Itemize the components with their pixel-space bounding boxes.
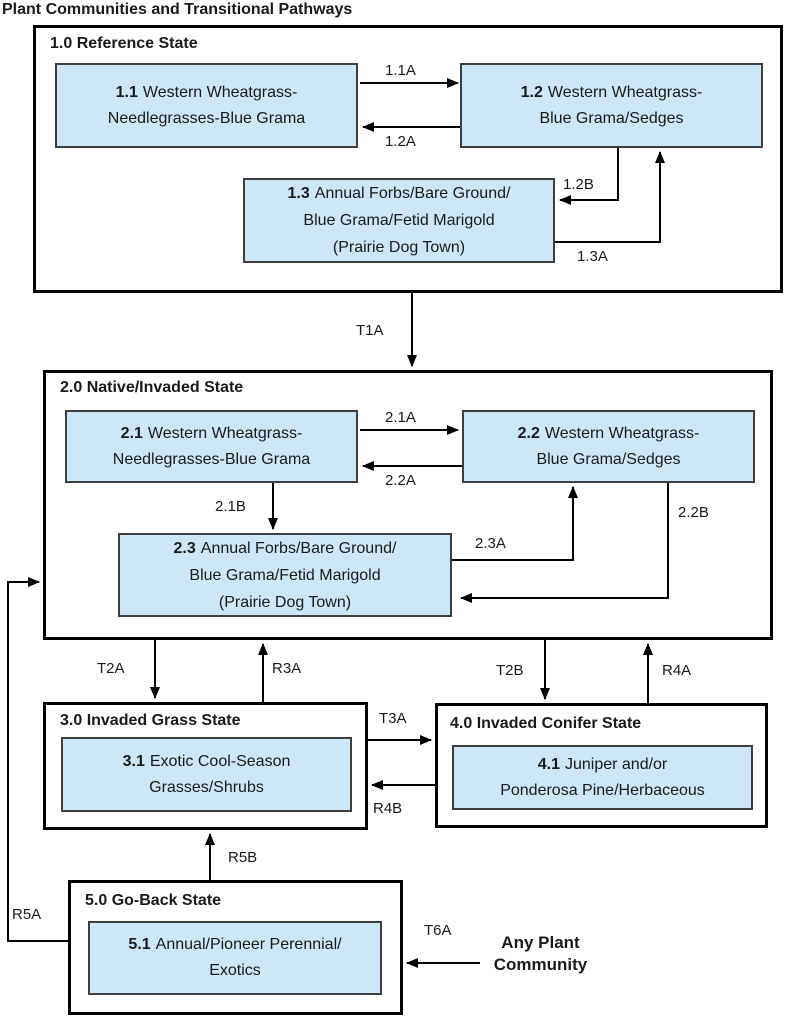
diagram-title: Plant Communities and Transitional Pathw… — [2, 1, 353, 18]
community-1-3-line3: (Prairie Dog Town) — [332, 239, 466, 256]
transition-label-T2A: T2A — [97, 660, 125, 677]
restoration-label-R5A: R5A — [12, 906, 42, 923]
pathway-label-1-1A: 1.1A — [385, 62, 416, 79]
state-3-label: 3.0 Invaded Grass State — [60, 712, 241, 729]
community-2-2-line2: Blue Grama/Sedges — [536, 450, 681, 468]
state-4-label: 4.0 Invaded Conifer State — [450, 715, 642, 732]
community-1-2-text: Western Wheatgrass- — [547, 83, 703, 101]
transition-label-T3A: T3A — [379, 710, 407, 727]
community-5-1-text: Annual/Pioneer Perennial/ — [155, 936, 342, 953]
community-5-1-num: 5.1 — [128, 936, 151, 953]
state-2-native-invaded: 2.0 Native/Invaded State — [43, 370, 773, 640]
community-4-1-text: Juniper and/or — [564, 755, 668, 773]
any-plant-community-label: Any Plant Community — [468, 932, 613, 976]
community-1-3-num: 1.3 — [287, 185, 310, 202]
state-4-invaded-conifer: 4.0 Invaded Conifer State — [435, 703, 768, 828]
community-4-1-line2: Ponderosa Pine/Herbaceous — [500, 781, 705, 799]
pathway-label-1-2B: 1.2B — [563, 176, 594, 193]
community-2-1-text: Western Wheatgrass- — [147, 424, 303, 442]
pathway-label-2-1A: 2.1A — [385, 409, 416, 426]
pathway-label-1-3A: 1.3A — [577, 248, 608, 265]
state-2-label: 2.0 Native/Invaded State — [60, 379, 244, 396]
community-1-2-num: 1.2 — [520, 83, 543, 101]
state-5-label: 5.0 Go-Back State — [85, 892, 222, 909]
community-4-1-num: 4.1 — [537, 755, 560, 773]
any-plant-community-line1: Any Plant — [501, 933, 580, 952]
community-2-3-text: Annual Forbs/Bare Ground/ — [200, 539, 397, 557]
pathway-label-2-2A: 2.2A — [385, 472, 416, 489]
transition-label-T6A: T6A — [424, 922, 452, 939]
community-1-3-text: Annual Forbs/Bare Ground/ — [314, 185, 511, 202]
restoration-label-R3A: R3A — [272, 660, 302, 677]
community-1-3-line2: Blue Grama/Fetid Marigold — [303, 212, 495, 229]
restoration-label-R4A: R4A — [662, 662, 692, 679]
community-2-2-num: 2.2 — [517, 424, 540, 442]
community-1-1-text: Western Wheatgrass- — [142, 83, 298, 101]
pathway-label-2-1B: 2.1B — [215, 498, 246, 515]
community-1-1-num: 1.1 — [115, 83, 138, 101]
community-2-3-line2: Blue Grama/Fetid Marigold — [189, 566, 381, 584]
community-2-3-line3: (Prairie Dog Town) — [218, 593, 352, 611]
any-plant-community-line2: Community — [493, 955, 588, 974]
restoration-label-R5B: R5B — [228, 849, 258, 866]
community-3-1-num: 3.1 — [122, 752, 145, 770]
state-1-label: 1.0 Reference State — [50, 35, 198, 52]
community-1-2-line2: Blue Grama/Sedges — [539, 109, 684, 127]
state-1-reference: 1.0 Reference State — [33, 25, 783, 293]
community-2-1-num: 2.1 — [120, 424, 143, 442]
community-2-1-line2: Needlegrasses-Blue Grama — [112, 450, 311, 468]
transition-label-T1A: T1A — [356, 322, 384, 339]
state-5-go-back: 5.0 Go-Back State — [68, 880, 403, 1015]
transition-label-T2B: T2B — [496, 662, 524, 679]
pathway-label-2-3A: 2.3A — [475, 535, 506, 552]
community-1-1-line2: Needlegrasses-Blue Grama — [107, 109, 306, 127]
pathway-label-1-2A: 1.2A — [385, 133, 416, 150]
community-3-1-text: Exotic Cool-Season — [149, 752, 291, 770]
community-2-2-text: Western Wheatgrass- — [544, 424, 700, 442]
community-3-1-line2: Grasses/Shrubs — [149, 778, 264, 796]
community-5-1-line2: Exotics — [209, 962, 261, 979]
community-2-3-num: 2.3 — [173, 539, 196, 557]
pathway-label-2-2B: 2.2B — [678, 504, 709, 521]
restoration-label-R4B: R4B — [373, 800, 403, 817]
